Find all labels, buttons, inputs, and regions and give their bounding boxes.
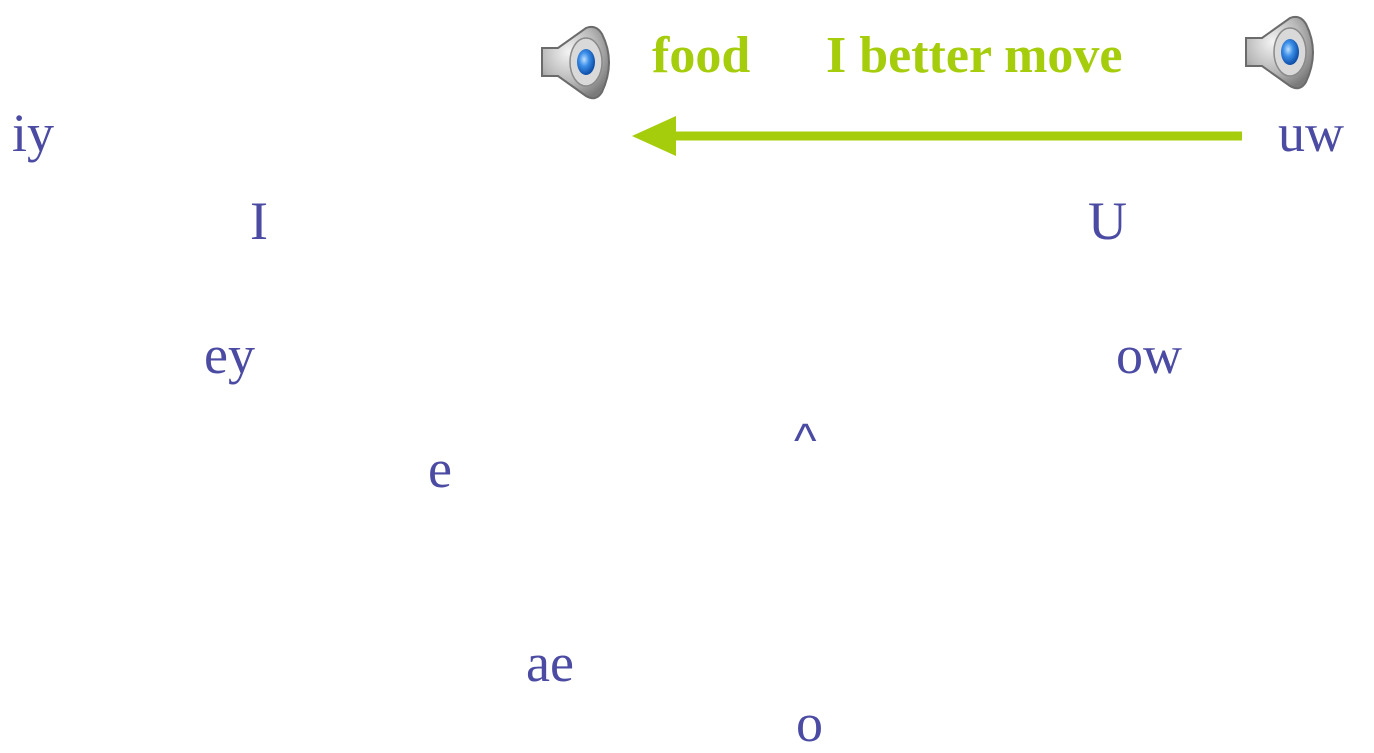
vowel-iy: iy xyxy=(12,103,55,163)
speaker-icon xyxy=(541,25,610,100)
vowel-U: U xyxy=(1088,191,1127,251)
caption-phrase: I better move xyxy=(826,27,1123,84)
vowel-ey: ey xyxy=(204,325,255,385)
speaker-icon-left[interactable] xyxy=(536,20,620,104)
arrow-head xyxy=(632,116,676,156)
speaker-icon xyxy=(1245,15,1314,90)
vowel-uw: uw xyxy=(1278,103,1344,163)
vowel-ow: ow xyxy=(1116,325,1182,385)
vowel-ae: ae xyxy=(526,633,574,693)
caption-word-food: food xyxy=(652,27,751,84)
speaker-icon-right[interactable] xyxy=(1240,10,1324,94)
vowel-I: I xyxy=(250,191,268,251)
vowel-e: e xyxy=(428,439,452,499)
vowel-o: o xyxy=(796,693,823,753)
vowel-caret: ^ xyxy=(794,415,817,468)
